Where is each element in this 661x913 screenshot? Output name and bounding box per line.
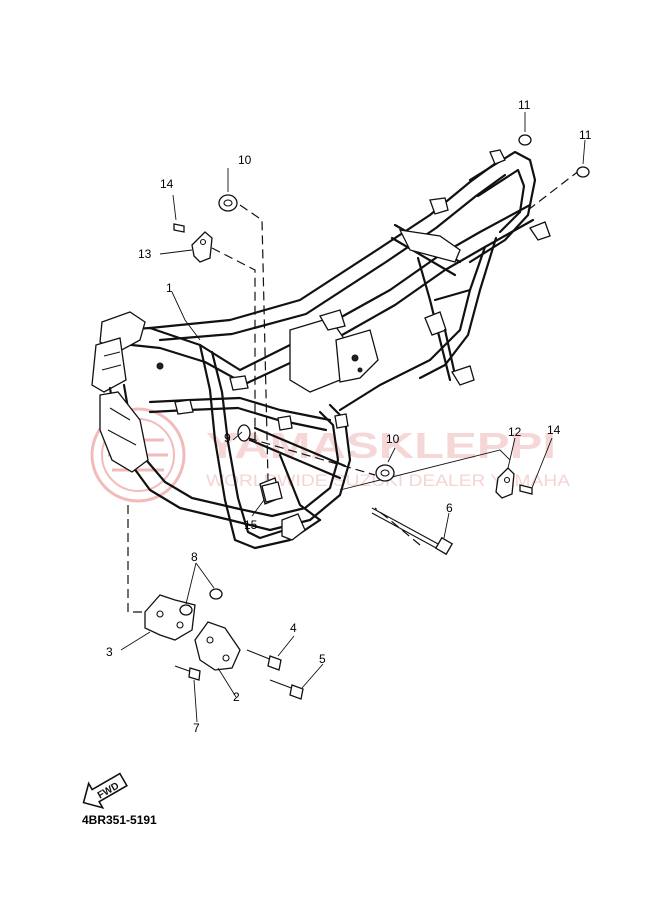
callout-3: 3 bbox=[106, 645, 113, 659]
frame-assembly bbox=[91, 149, 551, 550]
collar-part-9 bbox=[237, 424, 251, 442]
cap-part-11b bbox=[576, 166, 590, 178]
damper-part-10a bbox=[218, 194, 238, 212]
loose-parts bbox=[144, 134, 590, 700]
callouts: 1 2 3 4 5 6 7 8 9 10 10 11 11 12 13 14 1… bbox=[106, 98, 592, 735]
bracket-part-13 bbox=[191, 231, 213, 263]
callout-9: 9 bbox=[224, 431, 231, 445]
callout-10b: 10 bbox=[386, 432, 400, 446]
callout-8: 8 bbox=[191, 550, 198, 564]
callout-15: 15 bbox=[244, 518, 258, 532]
fwd-label: FWD bbox=[96, 781, 121, 802]
leader-lines bbox=[120, 112, 586, 723]
nut-part-8b bbox=[209, 588, 223, 600]
callout-10a: 10 bbox=[238, 153, 252, 167]
screw-part-14a bbox=[173, 223, 185, 233]
callout-5: 5 bbox=[319, 652, 326, 666]
callout-6: 6 bbox=[446, 501, 453, 515]
callout-2: 2 bbox=[233, 690, 240, 704]
callout-4: 4 bbox=[290, 621, 297, 635]
clip-part-15 bbox=[261, 481, 283, 503]
cap-part-11a bbox=[518, 134, 532, 146]
assembly-lines bbox=[127, 169, 581, 613]
bolt-part-5 bbox=[269, 679, 295, 690]
bolt-part-6 bbox=[371, 507, 441, 546]
callout-12: 12 bbox=[508, 425, 522, 439]
callout-13: 13 bbox=[138, 247, 152, 261]
damper-part-10b bbox=[375, 464, 395, 482]
callout-7: 7 bbox=[193, 721, 200, 735]
callout-11a: 11 bbox=[518, 98, 531, 112]
callout-14a: 14 bbox=[160, 177, 174, 191]
callout-11b: 11 bbox=[579, 128, 592, 142]
engine-bracket-part-2 bbox=[194, 621, 241, 671]
callout-1: 1 bbox=[166, 281, 173, 295]
engine-bracket-part-3 bbox=[144, 594, 196, 641]
nut-part-8a bbox=[179, 604, 193, 616]
watermark-brand: YAMASKLEPPI bbox=[206, 425, 556, 466]
diagram-code: 4BR351-5191 bbox=[82, 813, 157, 827]
callout-14b: 14 bbox=[547, 423, 561, 437]
fwd-arrow-icon: FWD bbox=[82, 772, 128, 809]
bolt-part-4 bbox=[246, 649, 273, 661]
